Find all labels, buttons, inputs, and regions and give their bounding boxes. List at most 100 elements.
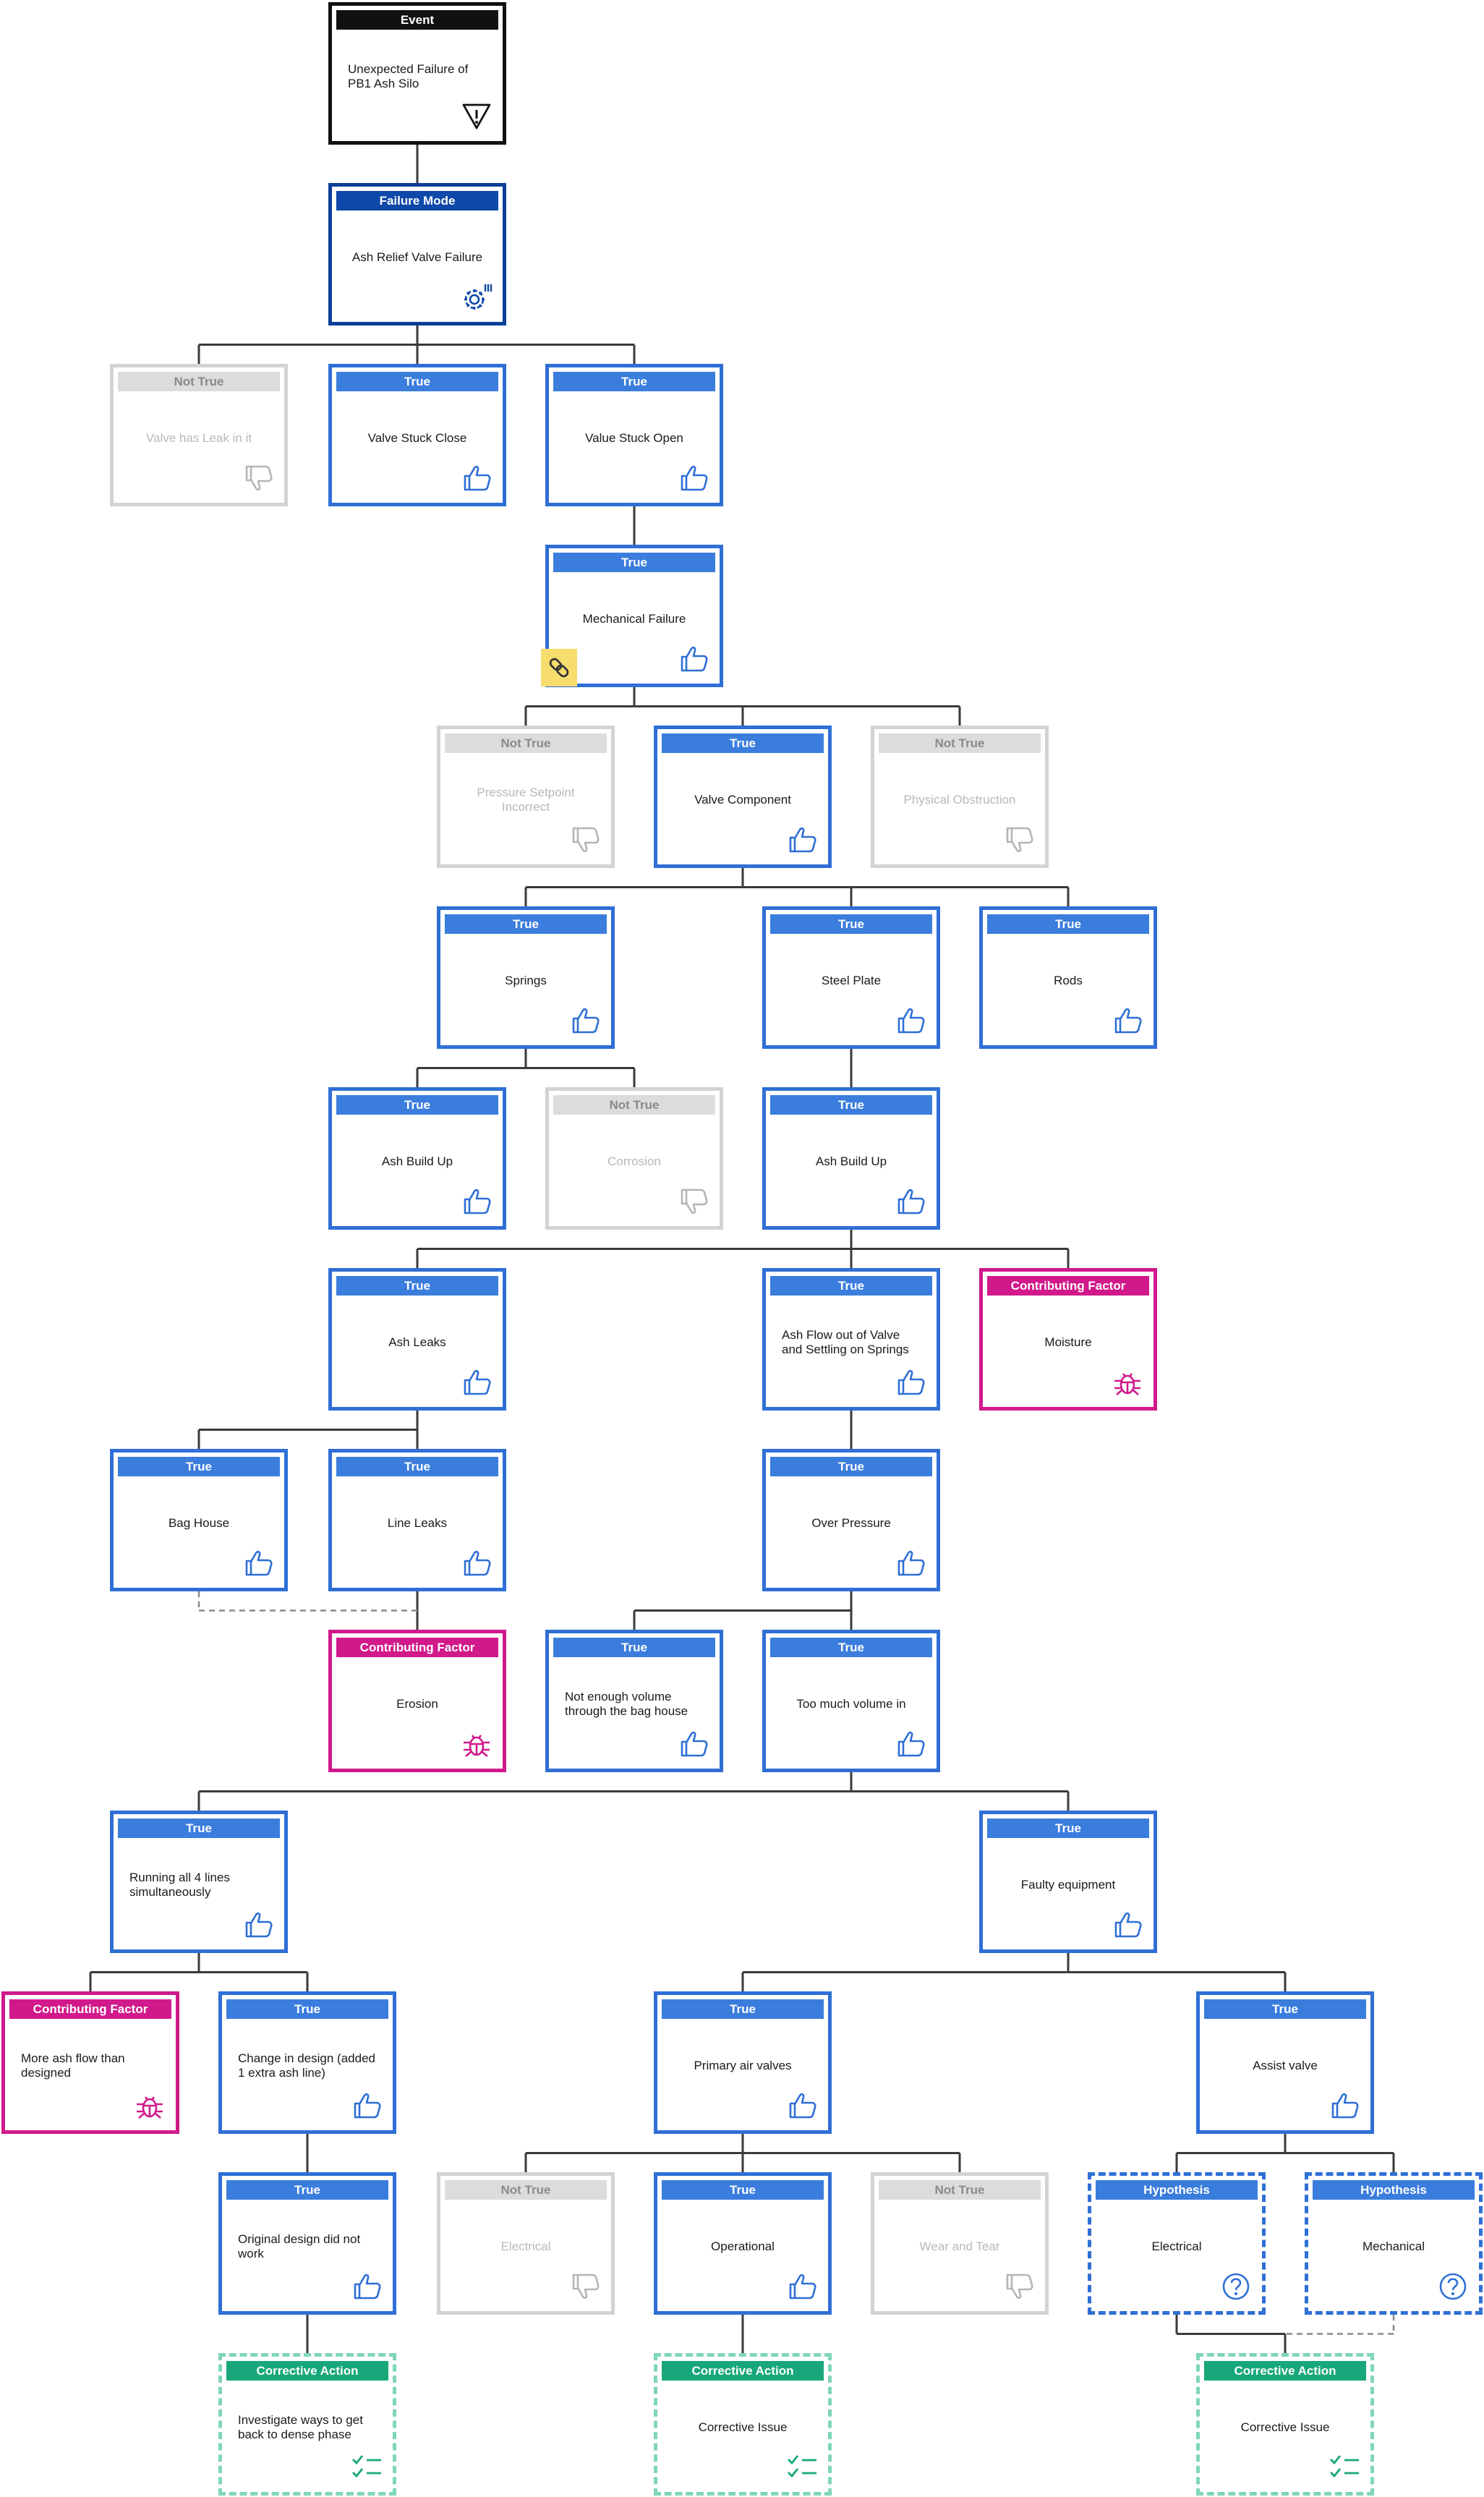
thumbs-up-icon[interactable] [1112,1005,1143,1037]
node-type-label: True [553,1638,715,1657]
node-type-label: True [770,1638,932,1657]
question-icon [1437,2271,1469,2302]
node-text: Bag House [168,1516,230,1530]
thumbs-up-icon[interactable] [461,462,492,494]
node-type-label: Contributing Factor [9,1999,171,2019]
thumbs-up-icon[interactable] [786,2090,818,2122]
node-type-label: True [226,1999,388,2019]
node-type-label: True [336,1276,498,1296]
thumbs-down-icon[interactable] [242,462,274,494]
thumbs-up-icon[interactable] [461,1186,492,1217]
node-text: Corrosion [607,1154,661,1168]
thumbs-up-icon[interactable] [351,2090,383,2122]
thumbs-up-icon[interactable] [786,2271,818,2302]
node-type-label: Not True [553,1095,715,1115]
node-text: Valve has Leak in it [145,431,252,445]
node-text: Springs [505,974,547,987]
node-text: Ash Flow out of Valve and Settling on Sp… [782,1328,909,1356]
node-text: Electrical [1151,2239,1202,2253]
node-text: Electrical [500,2239,551,2253]
node-text: Valve Component [694,793,791,807]
thumbs-up-icon[interactable] [569,1005,601,1037]
thumbs-up-icon[interactable] [351,2271,383,2302]
thumbs-up-icon[interactable] [786,824,818,856]
link-icon[interactable] [541,649,577,686]
node-text: Primary air valves [694,2059,792,2072]
thumbs-down-icon[interactable] [569,824,601,856]
node-type-label: True [118,1818,280,1838]
thumbs-up-icon[interactable] [895,1005,926,1037]
node-type-label: True [553,372,715,391]
node-type-label: True [1204,1999,1366,2019]
thumbs-up-icon[interactable] [895,1547,926,1579]
thumbs-down-icon[interactable] [1003,824,1035,856]
node-type-label: True [770,914,932,934]
node-text: Not enough volume through the bag house [565,1690,688,1718]
thumbs-up-icon[interactable] [1112,1909,1143,1941]
node-text: Original design did not work [238,2232,361,2260]
node-type-label: True [336,1095,498,1115]
node-text: Steel Plate [821,974,882,987]
thumbs-up-icon[interactable] [242,1909,274,1941]
thumbs-down-icon[interactable] [569,2271,601,2302]
thumbs-up-icon[interactable] [461,1366,492,1398]
thumbs-up-icon[interactable] [678,643,709,675]
node-type-label: True [553,553,715,572]
thumbs-up-icon[interactable] [242,1547,274,1579]
thumbs-down-icon[interactable] [678,1186,709,1217]
thumbs-up-icon[interactable] [895,1366,926,1398]
thumbs-up-icon[interactable] [895,1186,926,1217]
thumbs-up-icon[interactable] [461,1547,492,1579]
node-type-label: True [770,1457,932,1476]
node-text: Moisture [1044,1335,1092,1349]
thumbs-up-icon[interactable] [1329,2090,1360,2122]
thumbs-up-icon[interactable] [678,1728,709,1760]
node-type-label: True [336,372,498,391]
thumbs-up-icon[interactable] [678,462,709,494]
node-type-label: True [662,1999,824,2019]
thumbs-up-icon[interactable] [895,1728,926,1760]
thumbs-down-icon[interactable] [1003,2271,1035,2302]
node-type-label: True [987,1818,1149,1838]
gear-icon [461,281,492,313]
